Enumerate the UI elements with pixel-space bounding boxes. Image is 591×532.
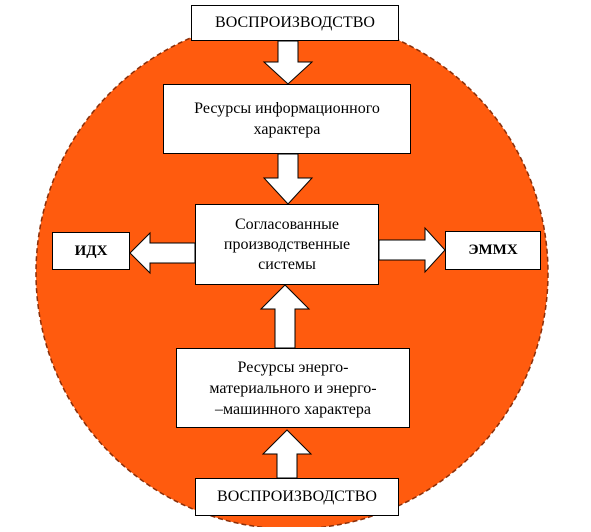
emmh-label: ЭММХ [468,242,518,258]
arrow-energy-to-center [259,284,311,349]
emmh-box: ЭММХ [445,231,541,270]
top-reproduction-box: ВОСПРОИЗВОДСТВО [191,5,399,41]
energy-resources-box: Ресурсы энерго- материального и энерго- … [176,348,410,428]
production-systems-label: Согласованные производственные системы [223,215,351,273]
arrow-center-to-emmh [378,226,446,274]
bottom-reproduction-label: ВОСПРОИЗВОДСТВО [217,488,377,505]
arrow-bottom-to-energy [261,429,313,479]
bottom-reproduction-box: ВОСПРОИЗВОДСТВО [195,478,399,516]
info-resources-box: Ресурсы информационного характера [163,84,411,154]
idh-box: ИДХ [52,232,130,270]
info-resources-label: Ресурсы информационного характера [194,100,380,138]
energy-resources-label: Ресурсы энерго- материального и энерго- … [209,358,377,418]
arrow-top-to-info [262,40,314,85]
top-reproduction-label: ВОСПРОИЗВОДСТВО [215,14,375,31]
idh-label: ИДХ [74,242,108,259]
arrow-center-to-idh [129,231,196,275]
arrow-info-to-center [262,153,314,205]
production-systems-box: Согласованные производственные системы [195,204,379,285]
